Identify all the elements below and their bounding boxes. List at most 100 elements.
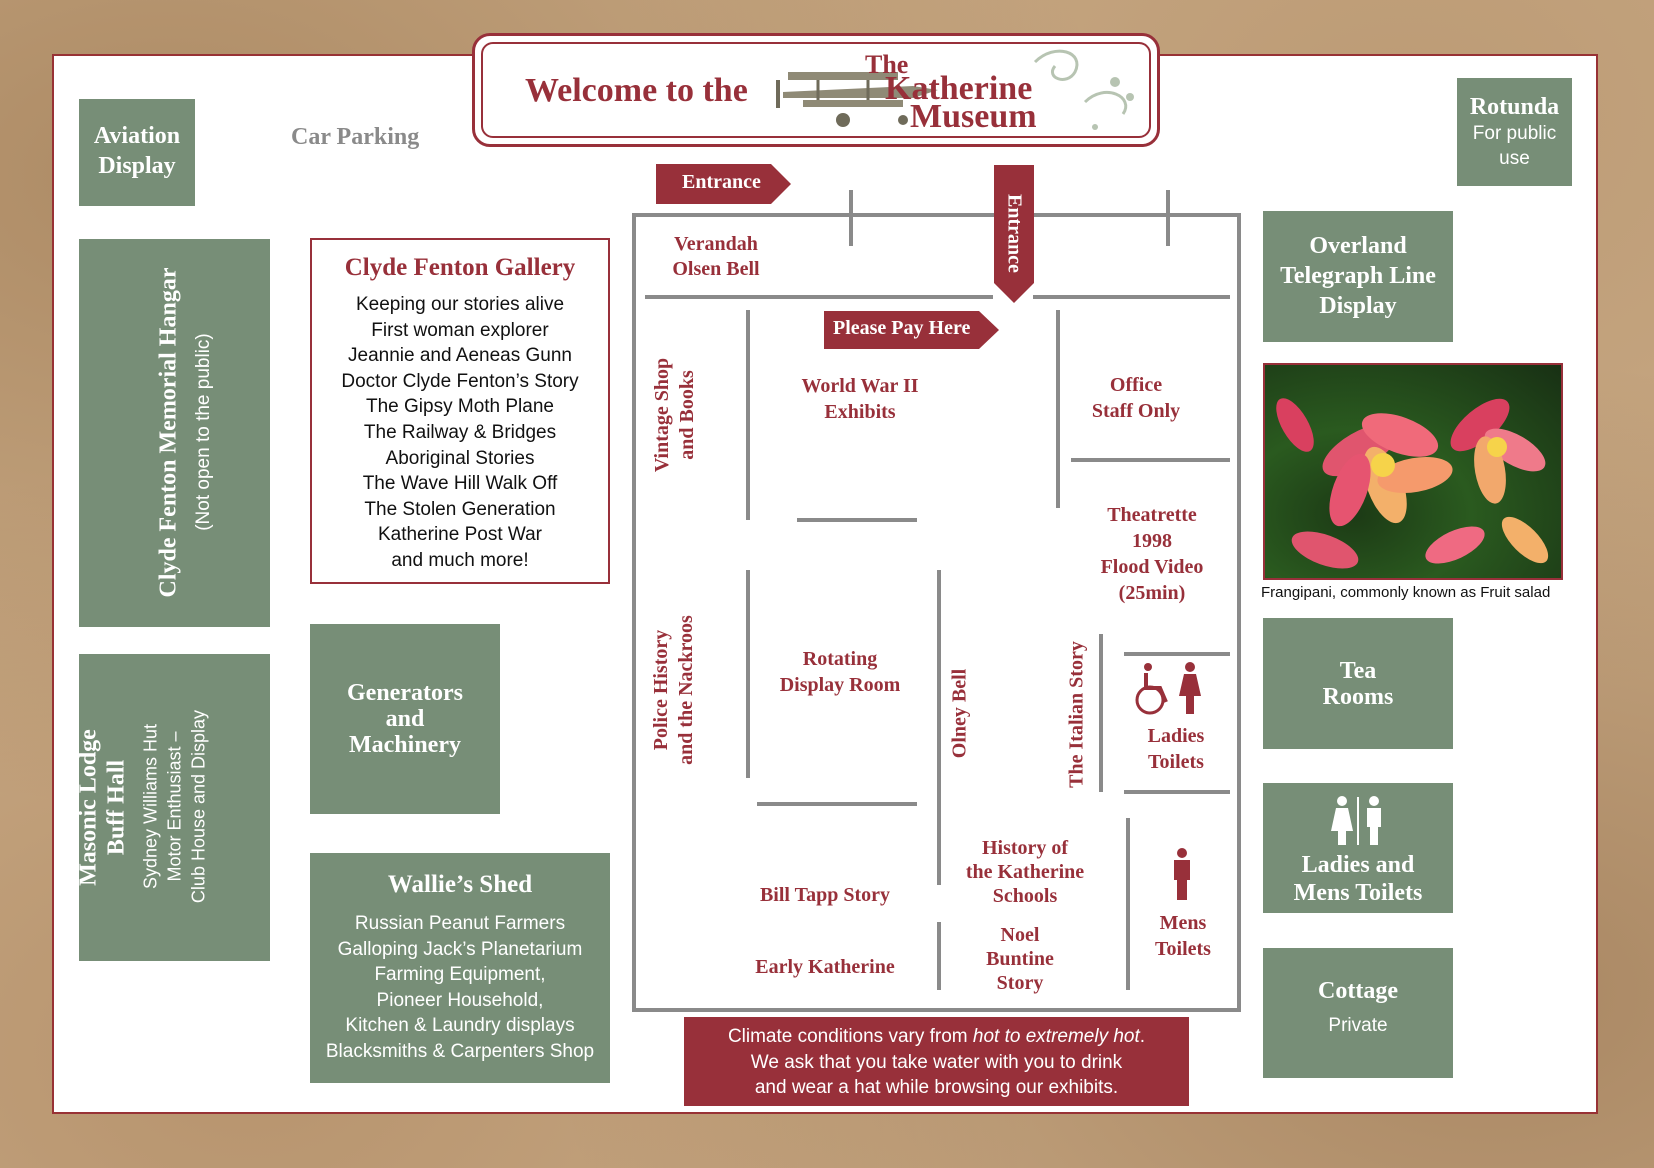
masonic-title-1: Masonic Lodge: [75, 729, 102, 886]
entrance-side-label: Entrance: [682, 171, 761, 193]
history-line-2: the Katherine: [965, 861, 1085, 883]
gallery-item: Katherine Post War: [377, 524, 543, 546]
notice-line-3: and wear a hat while browsing our exhibi…: [754, 1077, 1119, 1098]
biplane-icon: [776, 72, 938, 127]
logo-the: The: [865, 50, 909, 79]
aviation-display-box: Aviation Display: [79, 99, 195, 206]
office-line-1: Office: [1109, 374, 1163, 396]
gallery-item: Aboriginal Stories: [385, 447, 535, 469]
frangipani-photo: [1263, 363, 1563, 580]
notice-line-1c: .: [1139, 1026, 1146, 1047]
police-line-1: Police History: [650, 629, 672, 751]
room-mens-toilets: Mens Toilets: [1135, 910, 1231, 962]
notice-line-1b: hot to extremely hot: [972, 1026, 1140, 1047]
room-history-schools: History of the Katherine Schools: [950, 836, 1100, 908]
gallery-item: The Railway & Bridges: [363, 421, 557, 443]
rotunda-title: Rotunda: [1469, 94, 1560, 120]
wallies-item: Russian Peanut Farmers: [354, 913, 566, 934]
swirl-ornament-icon: [1033, 49, 1134, 130]
overland-telegraph-box: Overland Telegraph Line Display: [1263, 211, 1453, 342]
wallies-item: Kitchen & Laundry displays: [345, 1015, 575, 1037]
hangar-subtitle: (Not open to the public): [193, 333, 214, 531]
theatrette-line-2: 1998: [1132, 530, 1172, 552]
hangar-box: Clyde Fenton Memorial Hangar (Not open t…: [79, 239, 270, 627]
museum-building: [632, 213, 1241, 1012]
room-early-katherine: Early Katherine: [755, 956, 895, 978]
ww2-line-2: Exhibits: [824, 401, 896, 423]
generators-box: Generators and Machinery: [310, 624, 500, 814]
room-bill-tapp: Bill Tapp Story: [759, 884, 891, 906]
wall-rotating-left: [746, 570, 750, 778]
gallery-item: The Stolen Generation: [364, 498, 556, 520]
gallery-title: Clyde Fenton Gallery: [344, 254, 576, 281]
room-rotating-display: Rotating Display Room: [760, 646, 920, 698]
rotunda-box: Rotunda For public use: [1457, 78, 1572, 186]
rotating-line-1: Rotating: [802, 648, 878, 670]
wall-italian: [1099, 634, 1103, 792]
ladies-line-1: Ladies: [1147, 725, 1205, 747]
rotating-line-2: Display Room: [779, 674, 901, 696]
verandah-line-2: Olsen Bell: [672, 258, 760, 280]
vintage-line-1: Vintage Shop: [651, 357, 673, 473]
wall-office-left: [1056, 310, 1060, 508]
wall-verandah-left: [645, 295, 993, 299]
gallery-item: Keeping our stories alive: [355, 294, 565, 315]
wallies-item: Blacksmiths & Carpenters Shop: [325, 1040, 595, 1062]
mens-line-1: Mens: [1159, 912, 1207, 934]
ladies-line-2: Toilets: [1148, 751, 1204, 773]
wallies-item: Farming Equipment,: [374, 964, 546, 986]
wall-ladies-top: [1124, 652, 1230, 656]
wall-rotating-bottom: [757, 802, 917, 806]
welcome-text: Welcome to the: [525, 72, 748, 109]
please-pay-label: Please Pay Here: [833, 317, 971, 339]
entrance-arrow-top: [994, 165, 1034, 303]
gallery-item: The Wave Hill Walk Off: [362, 473, 558, 495]
wallies-item: Galloping Jack’s Planetarium: [337, 938, 583, 960]
theatrette-line-4: (25min): [1118, 582, 1186, 604]
welcome-sign: Welcome to the The Katherine Museum: [472, 33, 1160, 147]
please-pay-banner: [824, 311, 999, 349]
wall-olney: [937, 570, 941, 885]
room-olney-bell: Olney Bell: [948, 668, 971, 759]
wheelchair-female-icon: [1135, 662, 1201, 715]
overland-telegraph-label: Overland Telegraph Line Display: [1280, 233, 1436, 319]
notice-line-2: We ask that you take water with you to d…: [750, 1051, 1123, 1073]
top-wall-stub-left: [849, 190, 853, 246]
wallies-item: Pioneer Household,: [376, 989, 544, 1011]
ladies-mens-toilets-label: Ladies and Mens Toilets: [1293, 852, 1423, 906]
ladies-mens-toilets-box: Ladies and Mens Toilets: [1263, 783, 1453, 913]
notice-line-1a: Climate conditions vary from: [727, 1026, 973, 1047]
wallies-title: Wallie’s Shed: [387, 871, 533, 898]
wall-ww2-bottom: [797, 518, 917, 522]
gallery-item: The Gipsy Moth Plane: [366, 396, 554, 418]
tea-rooms-label: Tea Rooms: [1322, 658, 1394, 710]
car-parking-label: Car Parking: [291, 124, 420, 150]
entrance-arrow-side: [656, 164, 791, 204]
masonic-title-2: Buff Hall: [103, 759, 130, 856]
theatrette-line-3: Flood Video: [1100, 556, 1204, 578]
gallery-item: and much more!: [391, 549, 529, 571]
wall-ww2-left: [746, 310, 750, 520]
room-police-history: Police History and the Nackroos: [649, 600, 699, 780]
gallery-item: Doctor Clyde Fenton’s Story: [341, 370, 579, 392]
clyde-fenton-gallery-box: Clyde Fenton Gallery Keeping our stories…: [310, 238, 610, 584]
room-office: Office Staff Only: [1066, 372, 1206, 424]
photo-caption: Frangipani, commonly known as Fruit sala…: [1261, 584, 1551, 601]
history-line-3: Schools: [992, 885, 1058, 907]
generators-label: Generators and Machinery: [347, 680, 463, 758]
masonic-lodge-box: Masonic Lodge Buff Hall Sydney Williams …: [75, 654, 270, 961]
hangar-title: Clyde Fenton Memorial Hangar: [155, 267, 182, 598]
male-toilet-icon: [1174, 848, 1190, 900]
mens-line-2: Toilets: [1155, 938, 1211, 960]
police-line-2: and the Nackroos: [675, 615, 697, 765]
cottage-subtitle: Private: [1328, 1015, 1388, 1036]
vintage-line-2: and Books: [676, 370, 698, 460]
cottage-box: Cottage Private: [1263, 948, 1453, 1078]
logo-katherine: Katherine: [885, 70, 1033, 107]
wall-ladies-bottom: [1124, 790, 1230, 794]
wall-mens-left: [1126, 818, 1130, 990]
cottage-title: Cottage: [1318, 978, 1398, 1004]
